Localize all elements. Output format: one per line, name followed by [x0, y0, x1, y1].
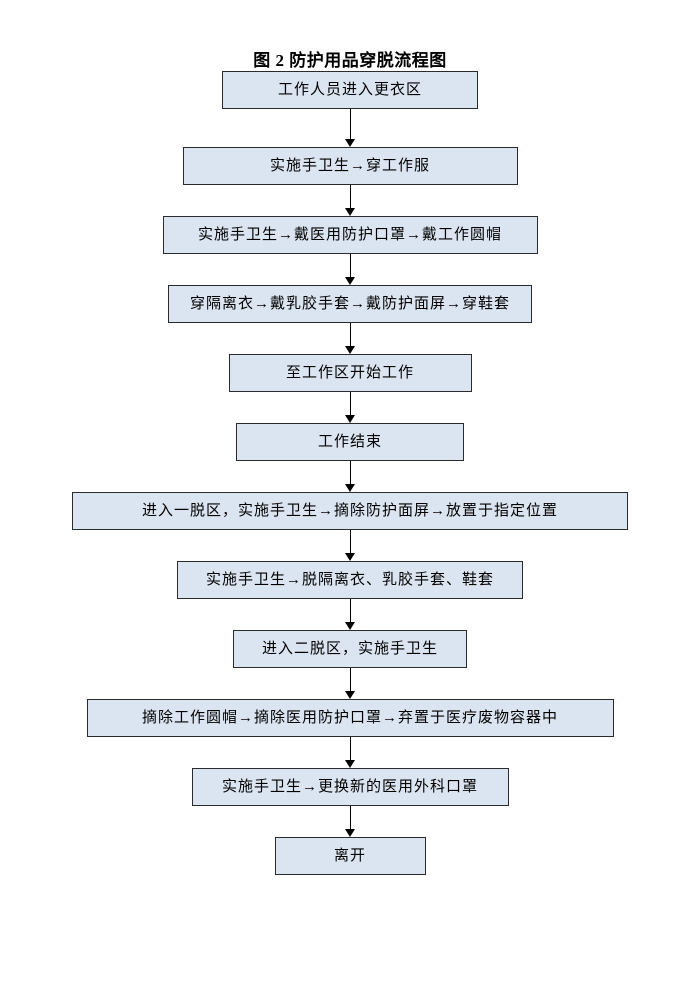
flow-node-label: 至工作区开始工作	[285, 365, 414, 381]
flow-node-label: 实施手卫生→脱隔离衣、乳胶手套、鞋套	[205, 572, 494, 588]
flow-node-label: 摘除工作圆帽→摘除医用防护口罩→弃置于医疗废物容器中	[141, 710, 558, 726]
down-arrow-icon	[344, 461, 357, 492]
flow-connector	[0, 668, 700, 699]
flow-node-row: 摘除工作圆帽→摘除医用防护口罩→弃置于医疗废物容器中	[0, 699, 700, 737]
flow-connector	[0, 737, 700, 768]
flow-node-label: 工作结束	[317, 434, 382, 450]
flow-connector	[0, 530, 700, 561]
flowchart-body: 工作人员进入更衣区 实施手卫生→穿工作服 实施手卫生→戴医用防护口罩→戴工作圆帽	[0, 71, 700, 875]
page-title: 图 2 防护用品穿脱流程图	[253, 51, 447, 70]
flow-node-label: 进入二脱区，实施手卫生	[261, 641, 438, 657]
down-arrow-icon	[344, 185, 357, 216]
down-arrow-icon	[344, 806, 357, 837]
flow-node-row: 进入一脱区，实施手卫生→摘除防护面屏→放置于指定位置	[0, 492, 700, 530]
flow-node-row: 实施手卫生→穿工作服	[0, 147, 700, 185]
flow-node-n3[interactable]: 实施手卫生→戴医用防护口罩→戴工作圆帽	[162, 216, 538, 254]
flow-node-n10[interactable]: 摘除工作圆帽→摘除医用防护口罩→弃置于医疗废物容器中	[86, 699, 614, 737]
flow-node-n4[interactable]: 穿隔离衣→戴乳胶手套→戴防护面屏→穿鞋套	[168, 285, 532, 323]
flow-node-row: 进入二脱区，实施手卫生	[0, 630, 700, 668]
flow-node-label: 进入一脱区，实施手卫生→摘除防护面屏→放置于指定位置	[141, 503, 558, 519]
flow-node-row: 实施手卫生→戴医用防护口罩→戴工作圆帽	[0, 216, 700, 254]
flow-connector	[0, 806, 700, 837]
flow-node-label: 工作人员进入更衣区	[277, 82, 422, 98]
flow-node-n11[interactable]: 实施手卫生→更换新的医用外科口罩	[191, 768, 509, 806]
flow-node-label: 离开	[333, 848, 366, 864]
flow-node-row: 工作结束	[0, 423, 700, 461]
down-arrow-icon	[344, 323, 357, 354]
flowchart-page: 图 2 防护用品穿脱流程图 工作人员进入更衣区 实施手卫生→穿工作服	[0, 51, 700, 875]
flow-node-n5[interactable]: 至工作区开始工作	[228, 354, 472, 392]
down-arrow-icon	[344, 668, 357, 699]
down-arrow-icon	[344, 109, 357, 147]
flow-node-label: 实施手卫生→更换新的医用外科口罩	[221, 779, 478, 795]
flow-connector	[0, 392, 700, 423]
flow-node-label: 实施手卫生→穿工作服	[269, 158, 430, 174]
flow-connector	[0, 109, 700, 147]
flow-node-n2[interactable]: 实施手卫生→穿工作服	[182, 147, 518, 185]
flow-node-row: 实施手卫生→更换新的医用外科口罩	[0, 768, 700, 806]
flow-node-n8[interactable]: 实施手卫生→脱隔离衣、乳胶手套、鞋套	[177, 561, 523, 599]
flow-connector	[0, 185, 700, 216]
flow-node-n12[interactable]: 离开	[274, 837, 426, 875]
flow-connector	[0, 323, 700, 354]
flow-node-row: 实施手卫生→脱隔离衣、乳胶手套、鞋套	[0, 561, 700, 599]
flow-node-n9[interactable]: 进入二脱区，实施手卫生	[233, 630, 467, 668]
down-arrow-icon	[344, 254, 357, 285]
flow-node-row: 至工作区开始工作	[0, 354, 700, 392]
flow-node-row: 穿隔离衣→戴乳胶手套→戴防护面屏→穿鞋套	[0, 285, 700, 323]
flow-connector	[0, 254, 700, 285]
down-arrow-icon	[344, 737, 357, 768]
flow-node-n6[interactable]: 工作结束	[236, 423, 464, 461]
flow-node-row: 工作人员进入更衣区	[0, 71, 700, 109]
flow-connector	[0, 461, 700, 492]
flow-node-label: 实施手卫生→戴医用防护口罩→戴工作圆帽	[197, 227, 502, 243]
flow-connector	[0, 599, 700, 630]
down-arrow-icon	[344, 599, 357, 630]
flow-node-label: 穿隔离衣→戴乳胶手套→戴防护面屏→穿鞋套	[189, 296, 510, 312]
down-arrow-icon	[344, 530, 357, 561]
flow-node-row: 离开	[0, 837, 700, 875]
flow-node-n7[interactable]: 进入一脱区，实施手卫生→摘除防护面屏→放置于指定位置	[72, 492, 628, 530]
down-arrow-icon	[344, 392, 357, 423]
flow-node-n1[interactable]: 工作人员进入更衣区	[222, 71, 478, 109]
